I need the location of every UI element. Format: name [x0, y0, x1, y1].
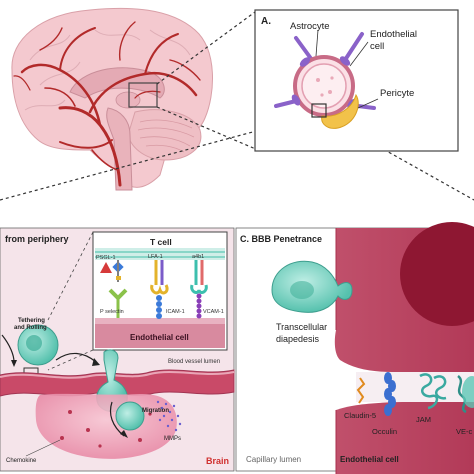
label-claudin5: Claudin-5: [344, 411, 376, 420]
panel-b-title: from periphery: [5, 234, 69, 244]
cerebellum: [127, 109, 202, 161]
inset-tcell-label: T cell: [150, 237, 172, 247]
vessel-zoom-box: [311, 103, 327, 118]
inset-endothelial-label: Endothelial cell: [130, 333, 189, 342]
adhesion-inset: T cell Endothelial cell PSGL-1 P selecti…: [92, 231, 228, 351]
junction-gap: [356, 372, 474, 402]
jam-protein: [419, 373, 447, 410]
label-capillary-lumen: Capillary lumen: [246, 455, 301, 464]
label-endothelial: Endothelial: [370, 29, 417, 40]
panel-a-letter: A.: [261, 16, 271, 27]
panel-a-frame: [254, 9, 459, 152]
brain-vessels: [13, 21, 201, 187]
brain-zoom-box: [128, 82, 158, 108]
label-icam1: ICAM-1: [166, 309, 185, 315]
brainstem: [106, 107, 133, 191]
label-rolling: and Rolling: [14, 325, 47, 331]
migrating-tcell: [115, 401, 145, 431]
label-pericyte: Pericyte: [380, 88, 414, 99]
mmp-dots: [156, 400, 182, 432]
label-jam: JAM: [416, 415, 431, 424]
occludin-protein: [384, 372, 396, 416]
panel-a: A.: [254, 9, 459, 152]
label-migration: Migration: [142, 408, 169, 414]
endothelial-nucleus: [400, 222, 474, 326]
brain-illustration: [11, 7, 214, 191]
label-tethering: Tethering: [18, 318, 45, 324]
zoom-connectors: [0, 11, 474, 201]
label-astrocyte: Astrocyte: [290, 21, 330, 32]
panel-b: from periphery T cell Endothelial cell P…: [0, 227, 235, 472]
label-brain: Brain: [206, 456, 229, 466]
lumen-cells: [316, 76, 334, 97]
vessel-lumen: [301, 63, 347, 109]
label-mmps: MMPs: [164, 436, 181, 442]
label-endothelial-cell: cell: [370, 41, 384, 52]
claudin5-protein: [356, 377, 366, 404]
label-transcellular: Transcellular: [276, 322, 327, 332]
label-chemokine: Chemokine: [6, 458, 37, 464]
label-vcam1: VCAM-1: [203, 309, 224, 315]
label-occulin: Occulin: [372, 427, 397, 436]
label-vec: VE-c: [456, 427, 473, 436]
pericyte-cell: [321, 93, 359, 129]
label-blood-vessel-lumen: Blood vessel lumen: [168, 359, 220, 365]
label-psgl1: PSGL-1: [96, 255, 116, 261]
panel-c-title: C. BBB Penetrance: [240, 234, 322, 244]
endothelial-cell-lower: [336, 402, 474, 474]
label-lfa1: LFA-1: [148, 254, 163, 260]
thalamus: [115, 91, 141, 109]
label-p-selectin: P selectin: [100, 309, 124, 315]
panel-c: C. BBB Penetrance Transcellular diapedes…: [235, 222, 474, 474]
gyri: [24, 29, 191, 111]
label-diapedesis: diapedesis: [276, 334, 320, 344]
label-endothelial-cell-c: Endothelial cell: [340, 455, 399, 464]
ve-cadherin-protein: [457, 375, 467, 414]
label-a4b1: a4b1: [192, 254, 204, 260]
